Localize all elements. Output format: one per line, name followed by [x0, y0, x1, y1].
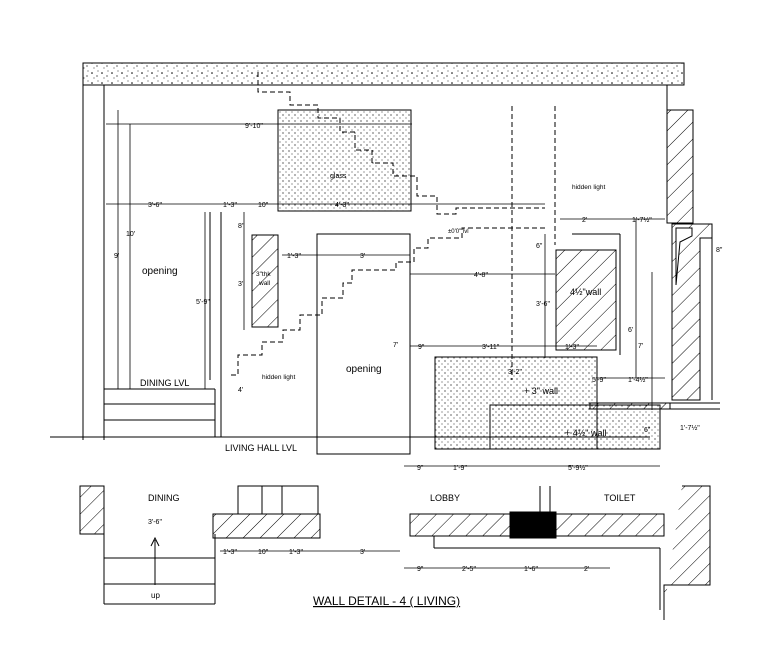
dim-text: 3'-6" [148, 202, 162, 209]
dim-text: 3' [360, 253, 365, 260]
hidden-light-label-top: hidden light [572, 184, 605, 191]
dim-text: 1'-3" [223, 202, 237, 209]
dim-text: 4' [238, 387, 243, 394]
dim-text: 1'-6" [524, 566, 538, 573]
dim-text: 1'-3" [287, 253, 301, 260]
roof-slab [82, 62, 685, 86]
lobby-room-label: LOBBY [430, 493, 460, 503]
glass-panel [277, 109, 412, 212]
four-half-wall-top [555, 249, 617, 351]
dim-text: 9'-10" [245, 123, 263, 130]
dim-text: 10" [258, 549, 269, 556]
staircase-dashed [230, 72, 556, 380]
dim-text: 4'-8" [474, 272, 488, 279]
dim-text: 1'-4½" [628, 376, 648, 384]
dim-text: 1'-7½" [680, 424, 700, 432]
wall-label: wall [258, 280, 271, 287]
dim-text: 3'-6" [148, 519, 162, 526]
dim-text: 2'-5" [462, 566, 476, 573]
dim-text: 10" [258, 202, 269, 209]
dimension-lines [106, 110, 665, 569]
right-wall [671, 223, 713, 401]
glass-label: glass [330, 173, 347, 180]
living-hall-level-label: LIVING HALL LVL [225, 443, 297, 453]
three-inch-wall [251, 234, 279, 328]
dim-text: 3' [238, 281, 243, 288]
stair-up-label: up [151, 591, 160, 600]
dim-text: 6" [644, 427, 651, 434]
dimension-texts: 9'-10" 3'-6" 1'-3" 10" 4'-3" 1'-3" 3' 4'… [114, 123, 723, 573]
elevation [50, 62, 720, 455]
dim-text: 1'-7½" [632, 216, 652, 224]
dim-text: 6' [628, 327, 633, 334]
right-column [666, 109, 694, 224]
dim-text: 8" [238, 223, 245, 230]
dining-level-label: DINING LVL [140, 378, 189, 388]
dim-text: 5'-9" [592, 377, 606, 384]
dim-text: 10' [126, 231, 135, 238]
dim-text: 1'-9" [453, 465, 467, 472]
three-inch-wall-label: + 3" wall [524, 386, 558, 396]
dim-text: 3' [360, 549, 365, 556]
dim-text: 1'-3" [289, 549, 303, 556]
dim-text: 3'-6" [536, 301, 550, 308]
dim-text: 1'-3" [223, 549, 237, 556]
toilet-room-label: TOILET [604, 493, 636, 503]
dim-text: 2' [584, 566, 589, 573]
hidden-light-label-bottom: hidden light [262, 374, 295, 381]
dim-text: 9" [418, 344, 425, 351]
four-half-wall-low-label: + 4½" wall [565, 428, 606, 438]
dim-text: 5'-9" [196, 299, 210, 306]
dim-text: 2' [582, 217, 587, 224]
dim-text: 3'-11" [482, 344, 500, 351]
dim-text: 4'-3" [335, 202, 349, 209]
opening-center-label: opening [346, 364, 382, 375]
dim-text: 6" [536, 243, 543, 250]
dim-text: 8" [716, 247, 723, 254]
plan [79, 485, 711, 620]
opening-left-label: opening [142, 266, 178, 277]
three-thk-label: 3"thk [256, 271, 271, 278]
low-wall-4half [489, 404, 661, 450]
level-note: ±0'0" lvl [448, 229, 469, 235]
dim-text: 3'-2" [508, 369, 522, 376]
dim-text: 5'-9½" [568, 464, 588, 472]
dim-text: 7' [393, 342, 398, 349]
dining-room-label: DINING [148, 493, 180, 503]
dim-text: 9' [114, 253, 119, 260]
dim-text: 1'-3" [565, 344, 579, 351]
four-half-wall-label: 4½"wall [570, 287, 601, 297]
dim-text: 9" [417, 465, 424, 472]
dim-text: 9" [417, 566, 424, 573]
dim-text: 7' [638, 343, 643, 350]
drawing-title: WALL DETAIL - 4 ( LIVING) [313, 594, 460, 608]
